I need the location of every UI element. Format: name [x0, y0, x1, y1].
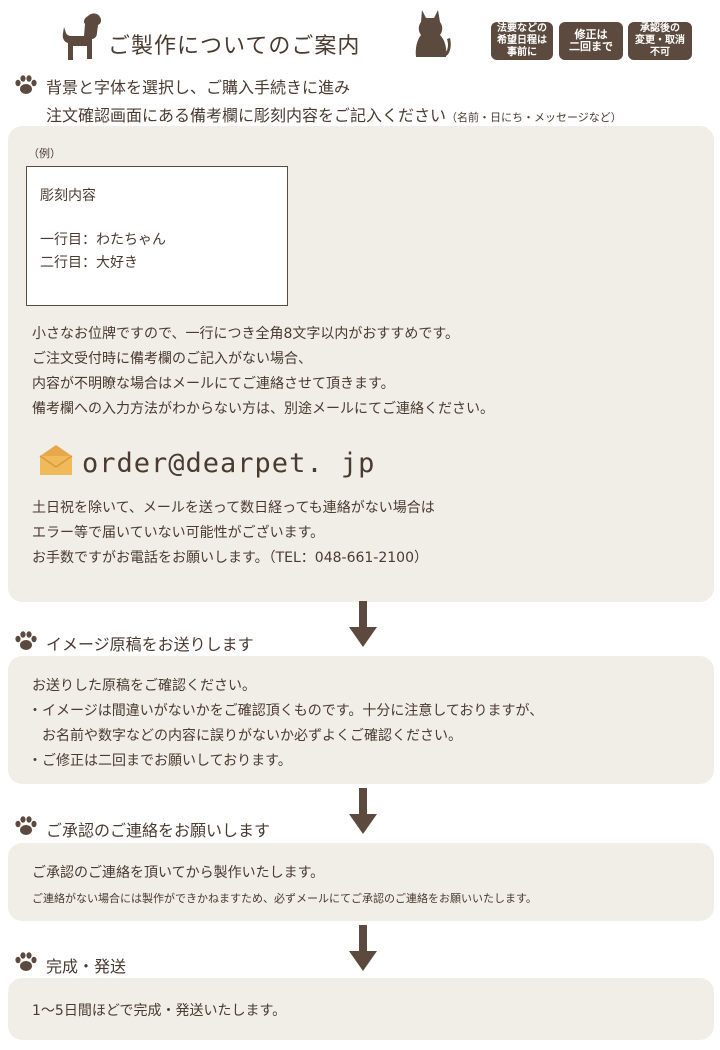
contact-note-3: お手数ですがお電話をお願いします。（TEL：048-661-2100）: [32, 550, 428, 566]
contact-email-link[interactable]: order@dearpet. jp: [82, 448, 376, 479]
badge-revision: 修正は 二回まで: [559, 22, 623, 60]
step4-line-1: 1～5日間ほどで完成・発送いたします。: [32, 1003, 287, 1019]
step3-line-2: ご連絡がない場合には製作ができかねますため、必ずメールにてご承認のご連絡をお願い…: [32, 892, 537, 905]
step3-heading: ご承認のご連絡をお願いします: [46, 821, 271, 840]
contact-note-1: 土日祝を除いて、メールを送って数日経っても連絡がない場合は: [32, 500, 435, 516]
paw-icon: [15, 816, 37, 835]
step3-line-1: ご承認のご連絡を頂いてから製作いたします。: [32, 865, 325, 881]
paw-icon: [15, 952, 37, 971]
step1-heading-line2: 注文確認画面にある備考欄に彫刻内容をご記入ください（名前・日にち・メッセージなど…: [46, 102, 622, 126]
step1-note-2: ご注文受付時に備考欄のご記入がない場合、: [32, 351, 312, 367]
badge-no-cancel: 承認後の 変更・取消 不可: [628, 22, 692, 60]
step1-heading-note: （名前・日にち・メッセージなど）: [446, 111, 622, 124]
example-title: 彫刻内容: [40, 188, 96, 204]
step3-panel: [8, 843, 714, 921]
paw-icon: [15, 631, 37, 650]
paw-icon: [15, 75, 37, 94]
step4-heading: 完成・発送: [46, 957, 127, 976]
example-line1: 一行目：わたちゃん: [40, 232, 166, 248]
page-title: ご製作についてのご案内: [108, 34, 361, 59]
arrow-down-icon: [349, 925, 377, 971]
contact-note-2: エラー等で届いていない可能性がございます。: [32, 525, 325, 541]
example-line2: 二行目：大好き: [40, 255, 138, 271]
step2-line-3: お名前や数字などの内容に誤りがないか必ずよくご確認ください。: [28, 728, 462, 744]
arrow-down-icon: [349, 601, 377, 647]
step1-note-4: 備考欄への入力方法がわからない方は、別途メールにてご連絡ください。: [32, 401, 494, 417]
example-label: （例）: [28, 147, 61, 160]
cat-silhouette-icon: [415, 10, 451, 57]
step1-note-1: 小さなお位牌ですので、一行につき全角8文字以内がおすすめです。: [32, 326, 459, 342]
badge-schedule: 法要などの 希望日程は 事前に: [491, 22, 553, 60]
step4-panel: [8, 978, 714, 1040]
arrow-down-icon: [349, 788, 377, 834]
step1-note-3: 内容が不明瞭な場合はメールにてご連絡させて頂きます。: [32, 376, 395, 392]
dog-silhouette-icon: [62, 13, 102, 60]
step2-heading: イメージ原稿をお送りします: [46, 635, 254, 654]
step1-heading-text: 注文確認画面にある備考欄に彫刻内容をご記入ください: [46, 106, 447, 125]
example-box: [26, 166, 288, 306]
envelope-icon: [39, 445, 73, 475]
step1-heading: 背景と字体を選択し、ご購入手続きに進み: [46, 78, 351, 97]
step2-panel: [8, 656, 714, 784]
step2-line-4: ・ご修正は二回までお願いしております。: [28, 753, 292, 769]
step2-line-2: ・イメージは間違いがないかをご確認頂くものです。十分に注意しておりますが、: [28, 703, 544, 719]
step2-line-1: お送りした原稿をご確認ください。: [32, 678, 256, 694]
